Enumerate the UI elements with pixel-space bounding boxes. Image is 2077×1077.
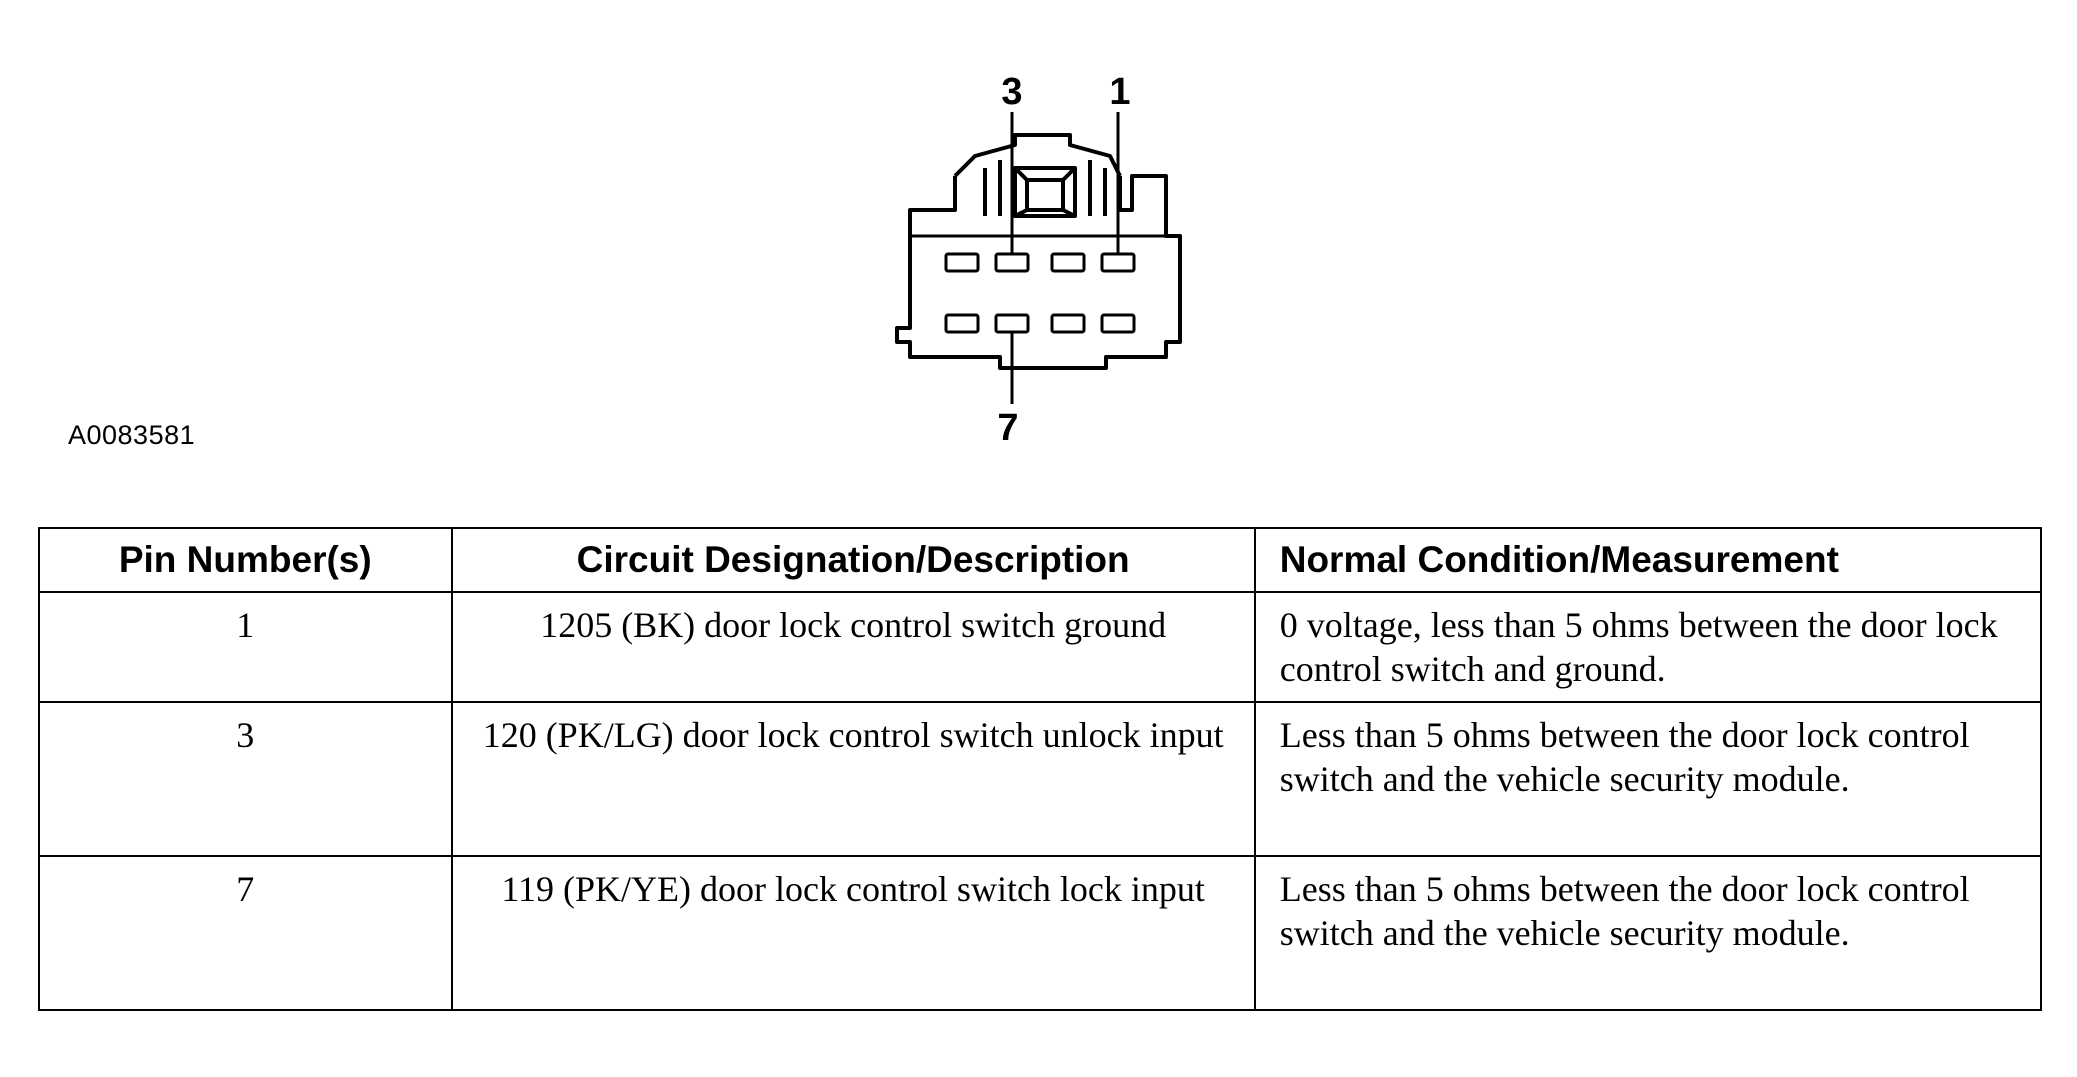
pin-table: Pin Number(s) Circuit Designation/Descri… xyxy=(38,527,2043,1011)
figure-id: A0083581 xyxy=(68,420,196,450)
pin-cavity xyxy=(1100,313,1136,334)
header-normal-condition: Normal Condition/Measurement xyxy=(1253,527,2043,593)
header-circuit-designation: Circuit Designation/Description xyxy=(450,527,1256,593)
cell-pin-number: 1 xyxy=(38,591,453,703)
connector-diagram: 3 1 7 xyxy=(895,71,1182,449)
cell-normal-condition: Less than 5 ohms between the door lock c… xyxy=(1253,855,2043,1011)
lock-rail-right xyxy=(1088,160,1107,216)
table-row: 7 119 (PK/YE) door lock control switch l… xyxy=(38,855,2043,1011)
cell-normal-condition: 0 voltage, less than 5 ohms between the … xyxy=(1253,591,2043,703)
cell-circuit-description: 120 (PK/LG) door lock control switch unl… xyxy=(450,701,1256,857)
cell-circuit-description: 119 (PK/YE) door lock control switch loc… xyxy=(450,855,1256,1011)
pin-cavity xyxy=(1100,252,1136,273)
locking-tab-inner xyxy=(1025,178,1065,212)
cell-circuit-description: 1205 (BK) door lock control switch groun… xyxy=(450,591,1256,703)
locking-tab-outer xyxy=(1013,166,1077,218)
connector-top-left-shoulder xyxy=(953,133,1046,178)
pin-cavity xyxy=(944,313,980,334)
callout-label-pin-7: 7 xyxy=(997,407,1018,449)
callout-label-pin-3: 3 xyxy=(1001,71,1022,113)
connector-top-right-shoulder xyxy=(1046,133,1122,177)
callout-label-pin-1: 1 xyxy=(1109,71,1130,113)
connector-body-outline xyxy=(895,174,1182,370)
table-row: 3 120 (PK/LG) door lock control switch u… xyxy=(38,701,2043,857)
pin-cavity xyxy=(1050,252,1086,273)
lock-rail-left xyxy=(983,160,1002,216)
pin-cavities-bottom-row xyxy=(944,313,1136,334)
cell-normal-condition: Less than 5 ohms between the door lock c… xyxy=(1253,701,2043,857)
table-row: 1 1205 (BK) door lock control switch gro… xyxy=(38,591,2043,703)
pin-cavity xyxy=(1050,313,1086,334)
header-pin-number: Pin Number(s) xyxy=(38,527,453,593)
pin-cavity xyxy=(944,252,980,273)
pin-cavity xyxy=(994,313,1030,334)
cell-pin-number: 3 xyxy=(38,701,453,857)
cell-pin-number: 7 xyxy=(38,855,453,1011)
pin-cavity xyxy=(994,252,1030,273)
table-header-row: Pin Number(s) Circuit Designation/Descri… xyxy=(38,527,2043,593)
pin-cavities-top-row xyxy=(944,252,1136,273)
